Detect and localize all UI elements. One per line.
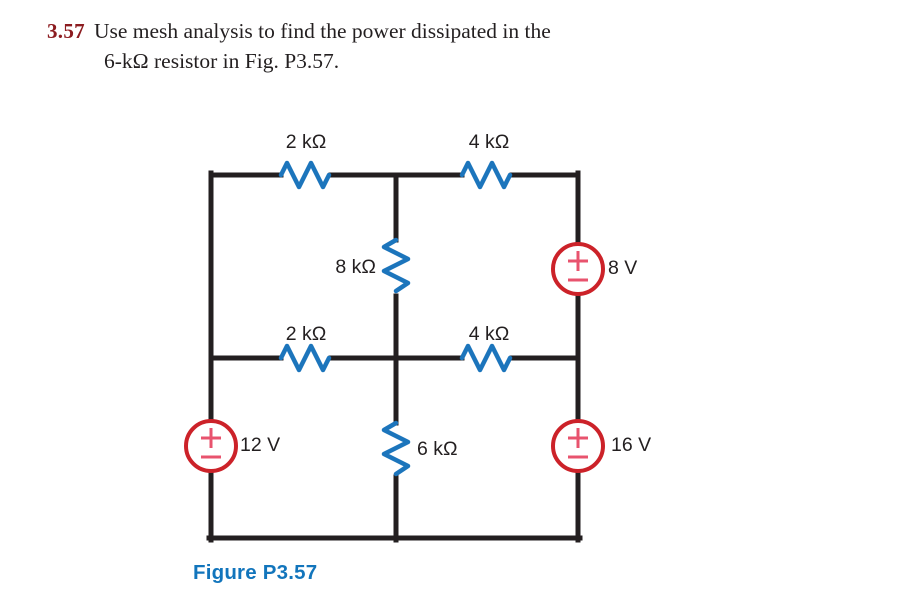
resistor-6k-vertical-symbol: [381, 420, 411, 477]
resistor-2k-middle-left-symbol: [278, 343, 332, 373]
resistor-8k-vertical-symbol: [381, 237, 411, 294]
label-source-12v: 12 V: [240, 434, 281, 456]
label-source-16v: 16 V: [611, 434, 652, 456]
source-12v-symbol: [184, 419, 238, 473]
label-resistor-4k-top-right: 4 kΩ: [468, 131, 510, 153]
resistor-group: [278, 160, 513, 477]
source-16v-symbol: [551, 419, 605, 473]
label-source-8v: 8 V: [608, 257, 638, 279]
resistor-2k-top-left-symbol: [278, 160, 332, 190]
label-resistor-4k-middle-right: 4 kΩ: [468, 323, 510, 345]
label-resistor-2k-middle-left: 2 kΩ: [285, 323, 327, 345]
wire-group: [206, 170, 583, 543]
problem-statement: 3.57 Use mesh analysis to find the power …: [47, 16, 747, 76]
resistor-4k-middle-right-symbol: [459, 343, 513, 373]
problem-line-1: 3.57 Use mesh analysis to find the power …: [47, 16, 747, 46]
label-resistor-8k-vertical: 8 kΩ: [335, 256, 376, 278]
label-resistor-2k-top-left: 2 kΩ: [285, 131, 327, 153]
problem-text-line-1: Use mesh analysis to find the power diss…: [93, 19, 551, 43]
figure-caption: Figure P3.57: [193, 561, 318, 584]
label-resistor-6k-vertical: 6 kΩ: [417, 438, 458, 460]
resistor-4k-top-right-symbol: [459, 160, 513, 190]
problem-text-line-2: 6-kΩ resistor in Fig. P3.57.: [104, 49, 340, 73]
source-8v-symbol: [551, 242, 605, 296]
problem-number: 3.57: [47, 19, 85, 43]
